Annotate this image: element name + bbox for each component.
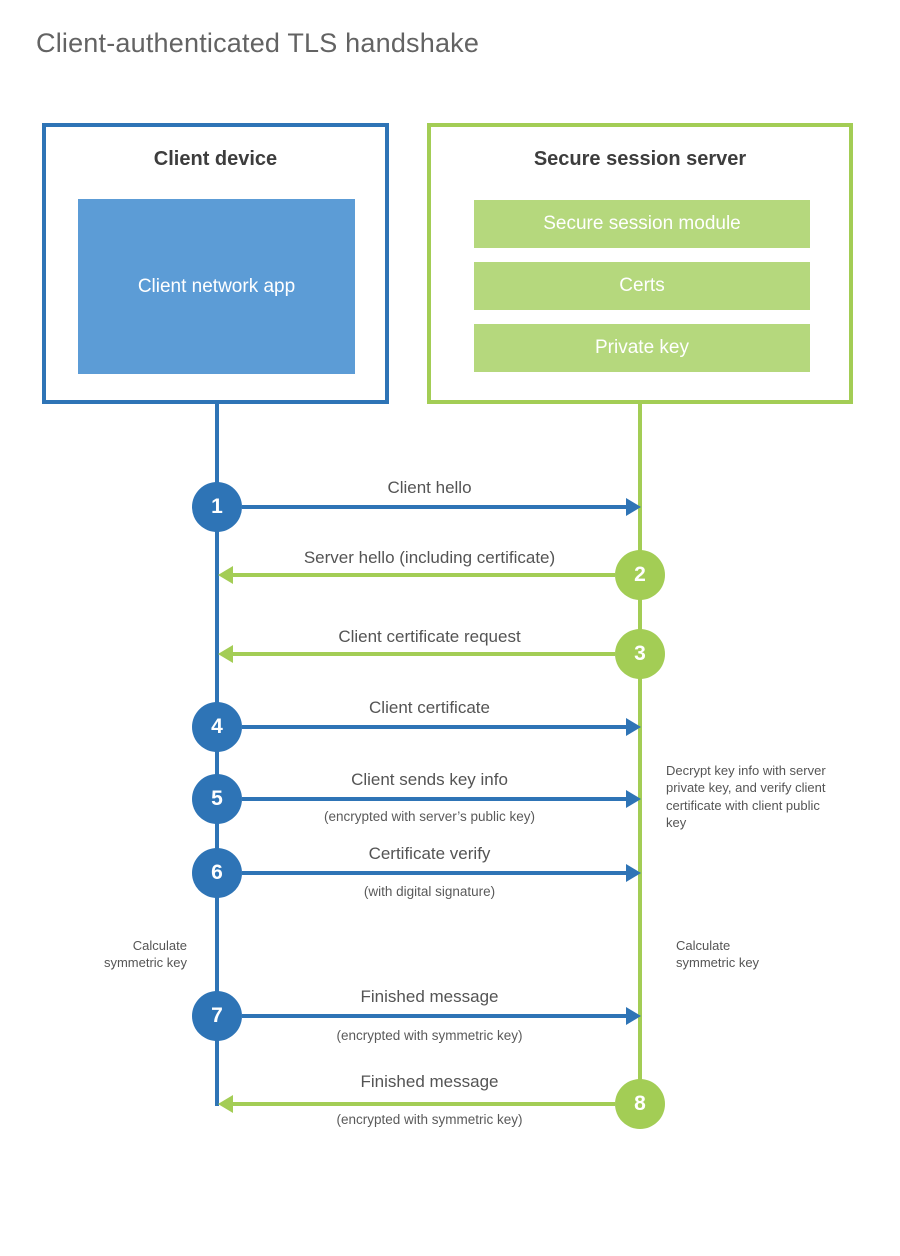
arrow-line (242, 797, 626, 801)
arrow-line (242, 1014, 626, 1018)
step-circle-5: 5 (192, 774, 242, 824)
client-network-app-module: Client network app (78, 199, 355, 374)
client-network-app-label: Client network app (137, 275, 296, 297)
message-label: Certificate verify (368, 844, 491, 863)
step-circle-4: 4 (192, 702, 242, 752)
step-circle-7: 7 (192, 991, 242, 1041)
message-sublabel: (encrypted with server’s public key) (323, 809, 536, 824)
arrow-head-right-icon (626, 790, 641, 808)
step-circle-2: 2 (615, 550, 665, 600)
message-label: Finished message (360, 987, 499, 1006)
step-circle-6: 6 (192, 848, 242, 898)
arrow-head-right-icon (626, 864, 641, 882)
arrow-line (232, 573, 615, 577)
message-sublabel: (encrypted with symmetric key) (336, 1112, 523, 1127)
arrow-line (242, 871, 626, 875)
message-label: Client sends key info (351, 770, 508, 789)
message-label: Client hello (387, 478, 472, 497)
arrow-line (242, 725, 626, 729)
arrow-line (232, 652, 615, 656)
arrow-head-left-icon (218, 645, 233, 663)
arrow-line (232, 1102, 615, 1106)
arrow-head-left-icon (218, 566, 233, 584)
server-lifeline (638, 404, 642, 1104)
private-key-bar: Private key (474, 324, 810, 372)
step-circle-8: 8 (615, 1079, 665, 1129)
message-sublabel: (encrypted with symmetric key) (336, 1028, 523, 1043)
arrow-head-right-icon (626, 718, 641, 736)
secure-session-module-label: Secure session module (543, 213, 741, 234)
calculate-symmetric-key-note-client: Calculate symmetric key (103, 938, 187, 971)
step-circle-3: 3 (615, 629, 665, 679)
certs-bar: Certs (474, 262, 810, 310)
calculate-symmetric-key-note-server: Calculate symmetric key (676, 938, 760, 971)
secure-session-module-bar: Secure session module (474, 200, 810, 248)
certs-label: Certs (619, 275, 665, 296)
client-device-title: Client device (153, 148, 278, 170)
arrow-head-right-icon (626, 498, 641, 516)
message-label: Client certificate (369, 698, 490, 717)
arrow-line (242, 505, 626, 509)
message-label: Server hello (including certificate) (303, 548, 556, 567)
private-key-label: Private key (595, 337, 689, 358)
client-lifeline (215, 404, 219, 1106)
arrow-head-right-icon (626, 1007, 641, 1025)
message-label: Finished message (360, 1072, 499, 1091)
message-label: Client certificate request (338, 627, 521, 646)
message-sublabel: (with digital signature) (363, 884, 496, 899)
step-circle-1: 1 (192, 482, 242, 532)
arrow-head-left-icon (218, 1095, 233, 1113)
decrypt-key-note: Decrypt key info with server private key… (666, 763, 826, 830)
page-title: Client-authenticated TLS handshake (36, 28, 480, 58)
secure-session-server-title: Secure session server (533, 148, 747, 170)
